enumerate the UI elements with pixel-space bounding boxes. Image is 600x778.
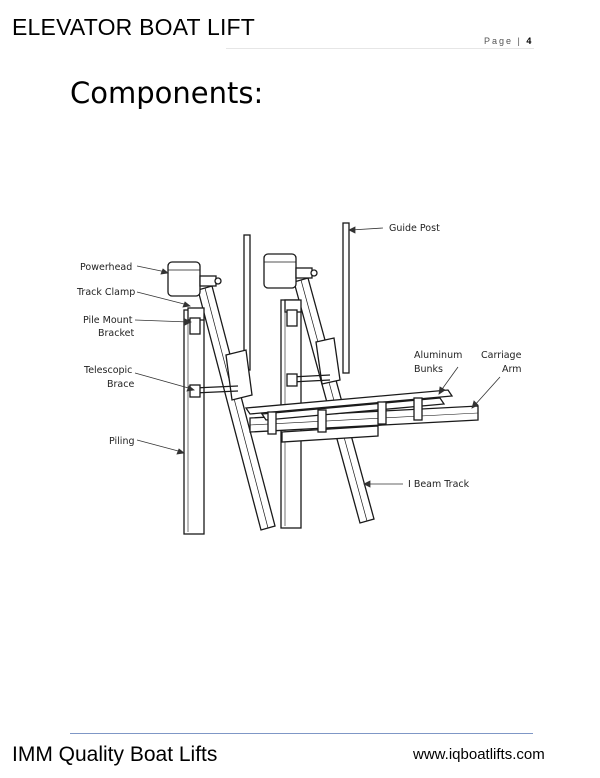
piling-left bbox=[183, 309, 205, 535]
label-carriage-arm: Arm bbox=[502, 364, 522, 375]
label-pile-mount-bracket: Bracket bbox=[98, 328, 134, 339]
label-ibeam-track: I Beam Track bbox=[408, 479, 470, 490]
bunk-bracket-2 bbox=[377, 401, 387, 425]
footer-company: IMM Quality Boat Lifts bbox=[12, 743, 218, 766]
label-telescopic: Telescopic bbox=[83, 365, 132, 376]
label-pile-mount: Pile Mount bbox=[83, 315, 133, 326]
powerhead-right bbox=[263, 253, 318, 289]
aluminum-bunk-rear bbox=[244, 389, 454, 415]
powerhead-left bbox=[167, 261, 222, 297]
label-powerhead: Powerhead bbox=[80, 262, 132, 273]
pile-mount-bracket-right bbox=[286, 309, 298, 327]
page-label: Page | bbox=[484, 36, 522, 46]
bunk-bracket-3 bbox=[413, 397, 423, 421]
footer-rule bbox=[70, 733, 533, 734]
label-piling: Piling bbox=[109, 436, 135, 447]
ibeam-track-left bbox=[197, 285, 276, 531]
label-aluminum: Aluminum bbox=[414, 350, 462, 361]
label-guide-post: Guide Post bbox=[389, 223, 440, 234]
carriage-arm-front bbox=[281, 425, 379, 443]
label-carriage: Carriage bbox=[481, 350, 522, 361]
lift-drawing bbox=[167, 222, 479, 535]
section-heading: Components: bbox=[70, 76, 264, 110]
footer-website: www.iqboatlifts.com bbox=[413, 746, 545, 763]
label-telescopic-brace: Brace bbox=[107, 379, 134, 390]
carriage-plate-right bbox=[315, 337, 341, 385]
telescopic-brace-right bbox=[286, 373, 331, 387]
header-title: ELEVATOR BOAT LIFT bbox=[12, 14, 256, 40]
label-track-clamp: Track Clamp bbox=[76, 287, 135, 298]
pile-mount-bracket-left bbox=[189, 317, 201, 335]
bunk-bracket-4 bbox=[267, 411, 277, 435]
guide-post-right bbox=[342, 222, 350, 374]
carriage-plate-left bbox=[225, 349, 253, 401]
page-number-value: 4 bbox=[526, 36, 532, 46]
leader-lines bbox=[134, 226, 501, 488]
page-number: Page | 4 bbox=[484, 36, 531, 46]
bunk-bracket-1 bbox=[317, 409, 327, 433]
boat-lift-diagram: Guide Post Powerhead Track Clamp Pile Mo… bbox=[76, 222, 522, 535]
telescopic-brace-left bbox=[189, 384, 239, 398]
label-aluminum-bunks: Bunks bbox=[414, 364, 443, 375]
header-rule bbox=[226, 48, 534, 49]
